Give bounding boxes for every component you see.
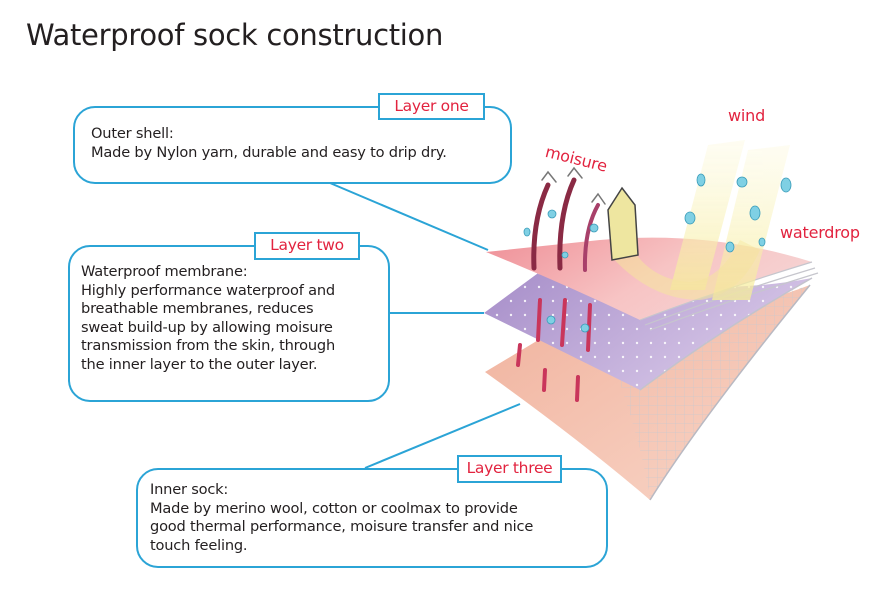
layer-two-line: the inner layer to the outer layer. — [81, 355, 318, 373]
layer-one-heading: Outer shell: — [91, 125, 174, 142]
wind-label: wind — [728, 106, 766, 125]
layer-three-line: touch feeling. — [150, 536, 248, 554]
layer-three-line: Made by merino wool, cotton or coolmax t… — [150, 499, 518, 517]
layer-one-tag: Layer one — [378, 93, 485, 120]
layer-one-line: Made by Nylon yarn, durable and easy to … — [91, 143, 447, 161]
connector-layer-one — [329, 182, 489, 251]
layer-three-tag: Layer three — [457, 455, 562, 483]
moisture-arrows — [516, 166, 606, 402]
page-title: Waterproof sock construction — [26, 18, 444, 52]
layer-three-callout: Inner sock: Made by merino wool, cotton … — [136, 468, 608, 568]
layer-two-line: transmission from the skin, through — [81, 337, 336, 354]
connector-layer-three — [364, 403, 521, 469]
layer-two-callout: Waterproof membrane: Highly performance … — [68, 245, 390, 402]
layer-two-line: sweat build-up by allowing moisure — [81, 318, 333, 336]
layer-two-line: Highly performance waterproof and — [81, 281, 335, 299]
wind-streams — [610, 140, 790, 300]
layer-two-heading: Waterproof membrane: — [81, 263, 248, 280]
layer-two-tag: Layer two — [254, 232, 360, 260]
layer-two-line: breathable membranes, reduces — [81, 300, 314, 317]
wind-arrow-icon — [607, 186, 639, 261]
waterdrop-icons — [523, 173, 792, 333]
layer-three-heading: Inner sock: — [150, 481, 229, 498]
waterdrop-label: waterdrop — [780, 223, 860, 242]
layer-three-line: good thermal performance, moisure transf… — [150, 518, 534, 535]
